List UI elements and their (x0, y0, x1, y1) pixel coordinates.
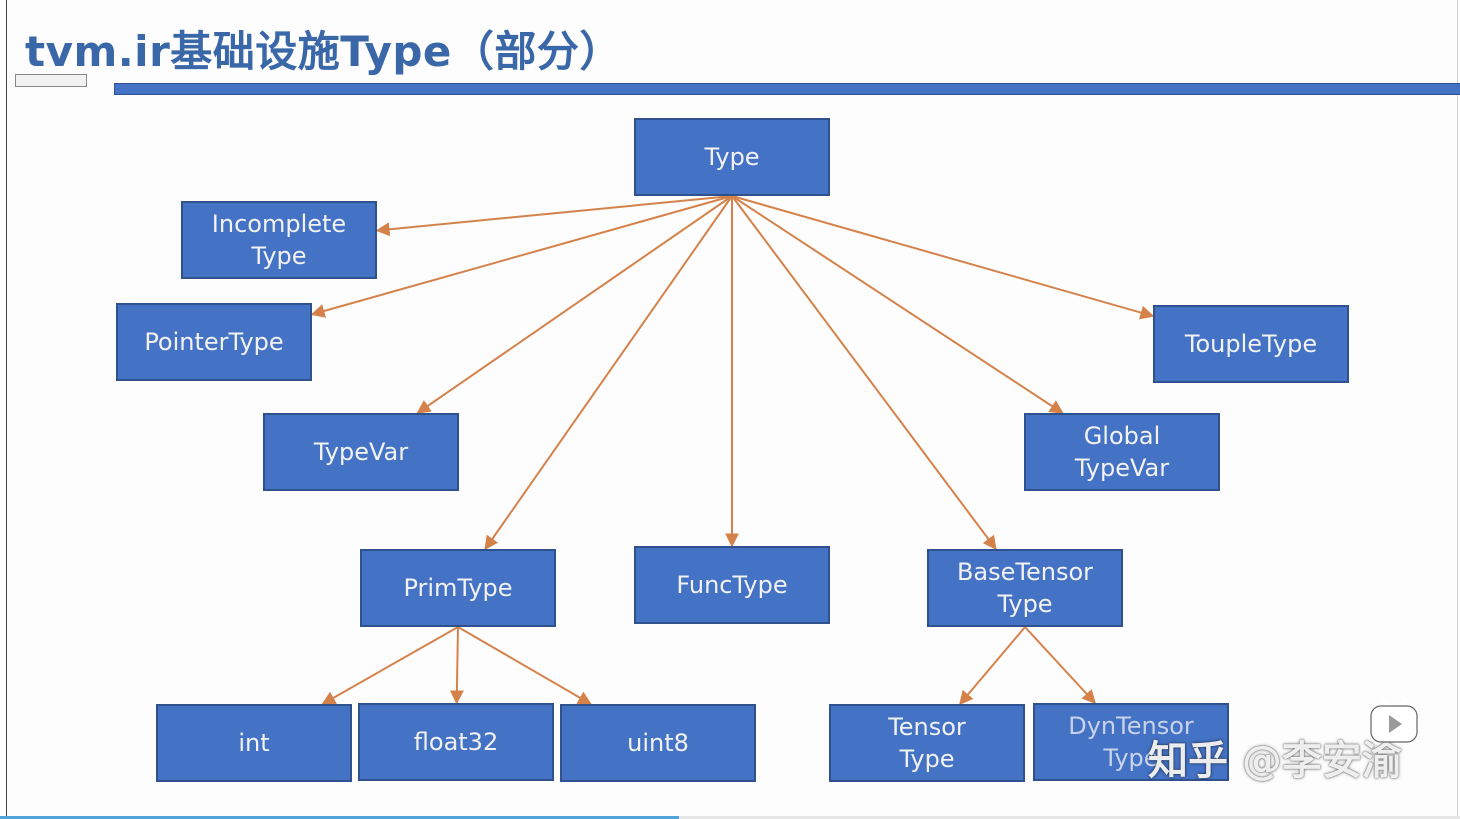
node-uint8: uint8 (560, 704, 756, 782)
edge-base_tensor_type-to-dyn_tensor_type (1024, 626, 1097, 705)
title-underline-bar (114, 83, 1460, 95)
edge-prim_type-to-int (321, 626, 459, 705)
node-type-var: TypeVar (263, 413, 459, 491)
video-progress-bar[interactable] (0, 816, 1460, 819)
node-base-tensor-type: BaseTensor Type (927, 549, 1123, 627)
slide-title: tvm.ir基础设施Type（部分） (25, 27, 622, 76)
node-int: int (156, 704, 352, 782)
node-pointer-type: PointerType (116, 303, 312, 381)
edge-prim_type-to-uint8 (457, 626, 592, 705)
edge-type-to-pointer_type (310, 195, 733, 318)
node-type: Type (634, 118, 830, 196)
node-touple-type: ToupleType (1153, 305, 1349, 383)
edge-type-to-type_var (416, 195, 733, 414)
node-global-type-var: Global TypeVar (1024, 413, 1220, 491)
edge-type-to-global_type_var (731, 195, 1064, 414)
node-incomplete-type: Incomplete Type (181, 201, 377, 279)
edge-type-to-prim_type (484, 195, 733, 551)
node-dyn-tensor-type: DynTensor Type (1033, 703, 1229, 781)
title-decoration-box (15, 74, 87, 87)
edge-prim_type-to-float32 (449, 626, 464, 705)
watermark-text: 知乎 @李安渝 (1148, 738, 1402, 784)
node-tensor-type: Tensor Type (829, 704, 1025, 782)
edge-type-to-touple_type (731, 195, 1155, 320)
play-icon[interactable] (1368, 698, 1420, 746)
node-func-type: FuncType (634, 546, 830, 624)
node-float32: float32 (358, 703, 554, 781)
node-prim-type: PrimType (360, 549, 556, 627)
video-progress-fill (0, 816, 679, 819)
edge-type-to-incomplete_type (375, 195, 733, 237)
edge-type-to-base_tensor_type (731, 195, 997, 551)
edge-base_tensor_type-to-tensor_type (959, 626, 1026, 706)
